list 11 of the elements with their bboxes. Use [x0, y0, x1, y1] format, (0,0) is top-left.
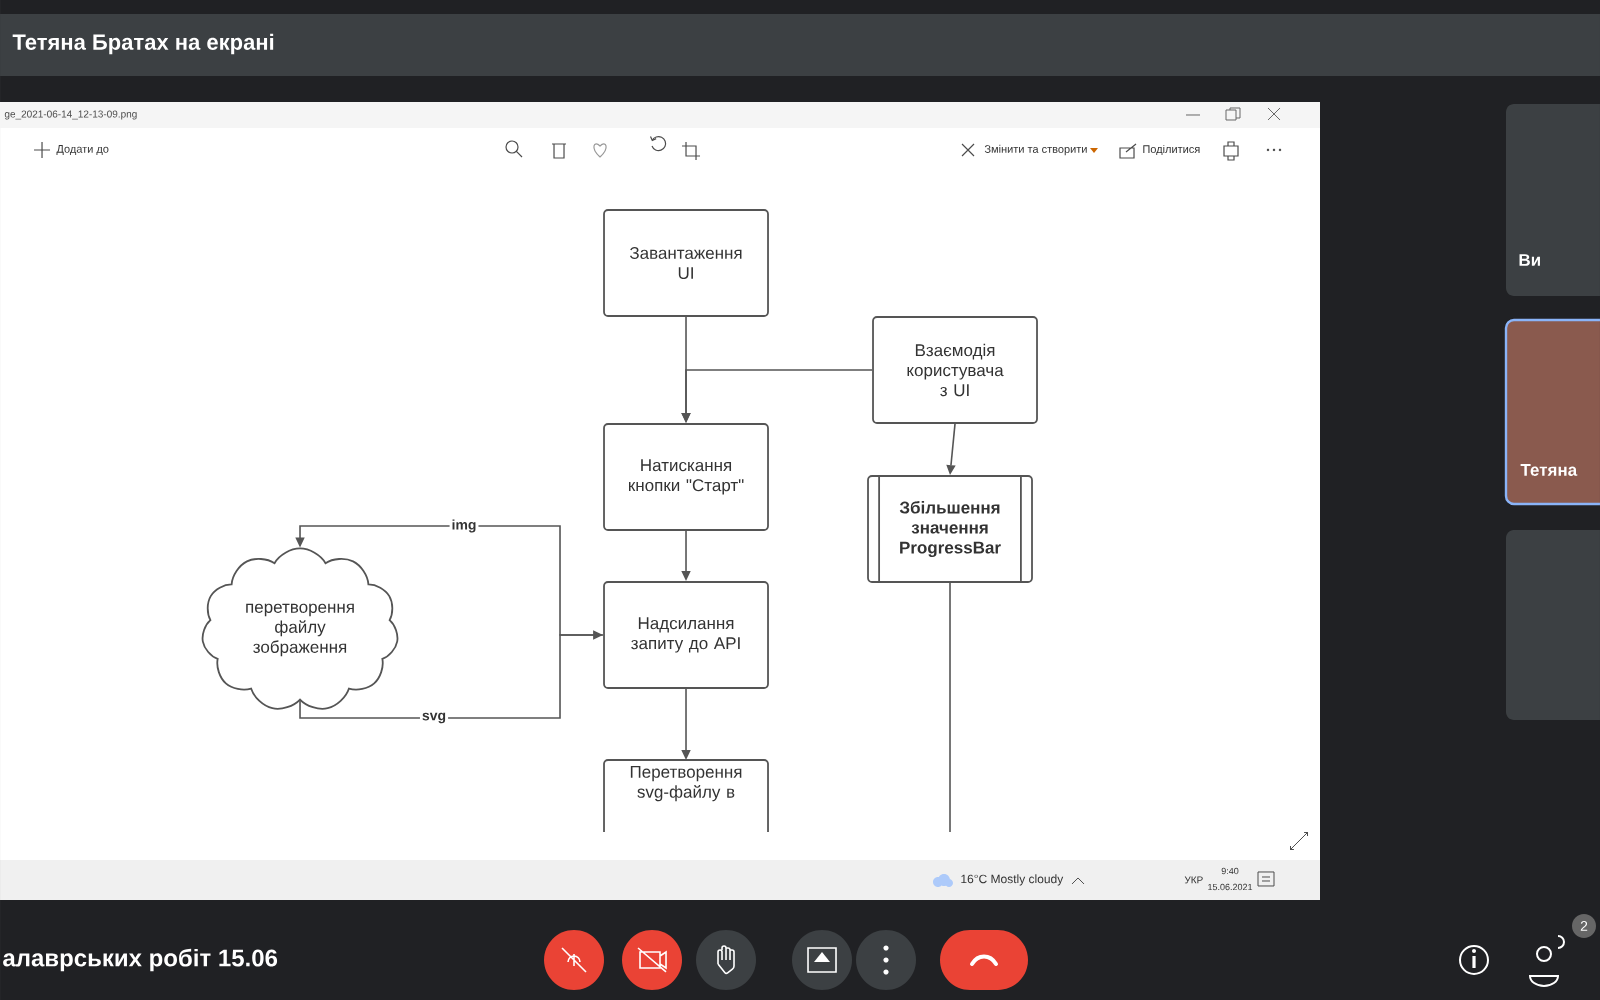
- participant-name: Тетяна: [1520, 464, 1578, 476]
- process-box: Завантаження UI: [603, 209, 769, 317]
- participant-name: Ви: [1519, 254, 1540, 266]
- process-box: Взаємодія користувача з UI: [872, 316, 1038, 424]
- process-box: Натискання кнопки "Старт": [603, 423, 769, 531]
- subprocess-box: Збільшення значення ProgressBar: [867, 474, 1033, 584]
- screen-title: Тетяна Братах на екрані: [12, 33, 274, 55]
- arrow: [295, 525, 604, 636]
- process-box: Перетворення svg-файлу в: [603, 759, 769, 833]
- meeting-title: алаврських робіт 15.06: [3, 948, 278, 972]
- process-box: Надсилання запиту до API: [603, 581, 769, 689]
